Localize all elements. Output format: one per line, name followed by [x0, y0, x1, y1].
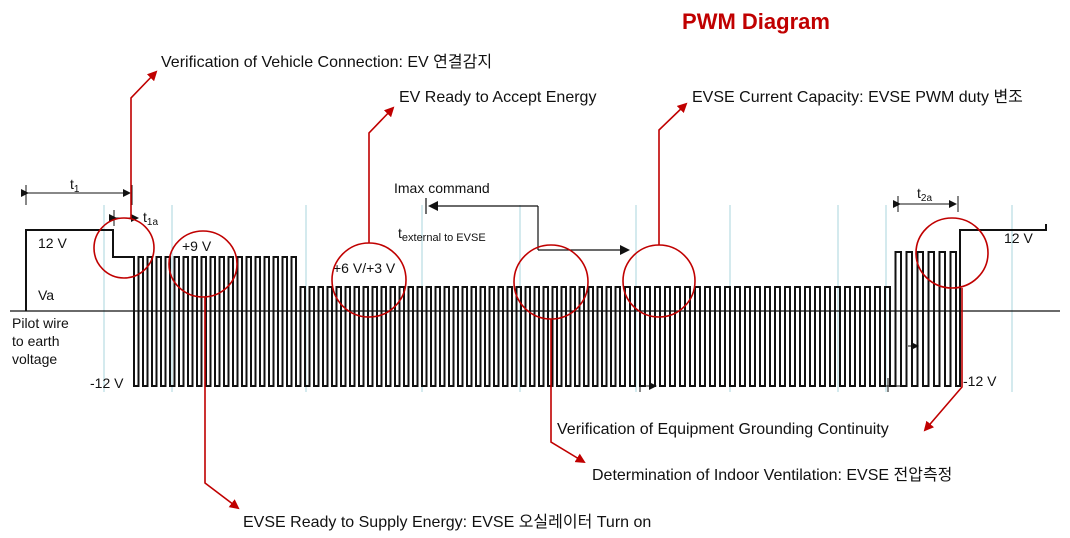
voltage-12v-left: 12 V	[38, 235, 67, 251]
svg-text:texternal to EVSE: texternal to EVSE	[398, 225, 486, 244]
voltage-neg12v-left: -12 V	[90, 375, 124, 391]
grounding-indicator	[639, 340, 919, 392]
t2a-subscript: 2a	[921, 193, 933, 204]
t2a-label: t	[917, 185, 921, 201]
leader-ev-ready	[368, 106, 395, 243]
voltage-neg12v-right: -12 V	[963, 373, 997, 389]
svg-text:t2a: t2a	[917, 185, 932, 204]
annotation-supply-ready: EVSE Ready to Supply Energy: EVSE 오실레이터 …	[243, 513, 651, 531]
voltage-6v-3v: +6 V/+3 V	[333, 260, 396, 276]
t1-marker: t1	[21, 176, 133, 205]
t1-subscript: 1	[74, 184, 80, 195]
pilot-wire-label-3: voltage	[12, 351, 57, 367]
voltage-9v: +9 V	[182, 238, 212, 254]
t-external-subscript: external to EVSE	[402, 232, 486, 244]
imax-command-bracket	[425, 198, 630, 255]
t-external-label: t	[398, 225, 402, 241]
imax-command-label: Imax command	[394, 180, 490, 196]
pilot-wire-label-1: Pilot wire	[12, 315, 69, 331]
annotation-vehicle-connection: Verification of Vehicle Connection: EV 연…	[161, 53, 492, 71]
annotation-current-capacity: EVSE Current Capacity: EVSE PWM duty 변조	[692, 88, 1023, 106]
callout-circle-vehicle-connection	[93, 217, 155, 279]
t1-label: t	[70, 176, 74, 192]
leader-supply-ready	[204, 297, 240, 510]
leader-grounding	[923, 288, 963, 432]
svg-text:t1a: t1a	[143, 209, 158, 228]
annotation-ev-ready: EV Ready to Accept Energy	[399, 89, 596, 106]
callout-circle-ventilation	[513, 244, 589, 320]
t1a-subscript: 1a	[147, 217, 159, 228]
t2a-marker: t2a	[893, 185, 959, 212]
leader-current-capacity	[658, 102, 688, 245]
pilot-wire-label-2: to earth	[12, 333, 59, 349]
pwm-waveform	[25, 224, 1047, 387]
leader-vehicle-connection	[130, 70, 158, 218]
annotation-ventilation: Determination of Indoor Ventilation: EVS…	[592, 466, 952, 484]
annotation-grounding: Verification of Equipment Grounding Cont…	[557, 421, 889, 438]
leader-ventilation	[550, 319, 586, 464]
voltage-va: Va	[38, 287, 54, 303]
svg-text:t1: t1	[70, 176, 80, 195]
page-title: PWM Diagram	[682, 9, 830, 34]
t1a-label: t	[143, 209, 147, 225]
callout-circle-grounding	[915, 217, 989, 289]
callout-circle-supply-ready	[168, 230, 238, 298]
voltage-12v-right: 12 V	[1004, 230, 1033, 246]
